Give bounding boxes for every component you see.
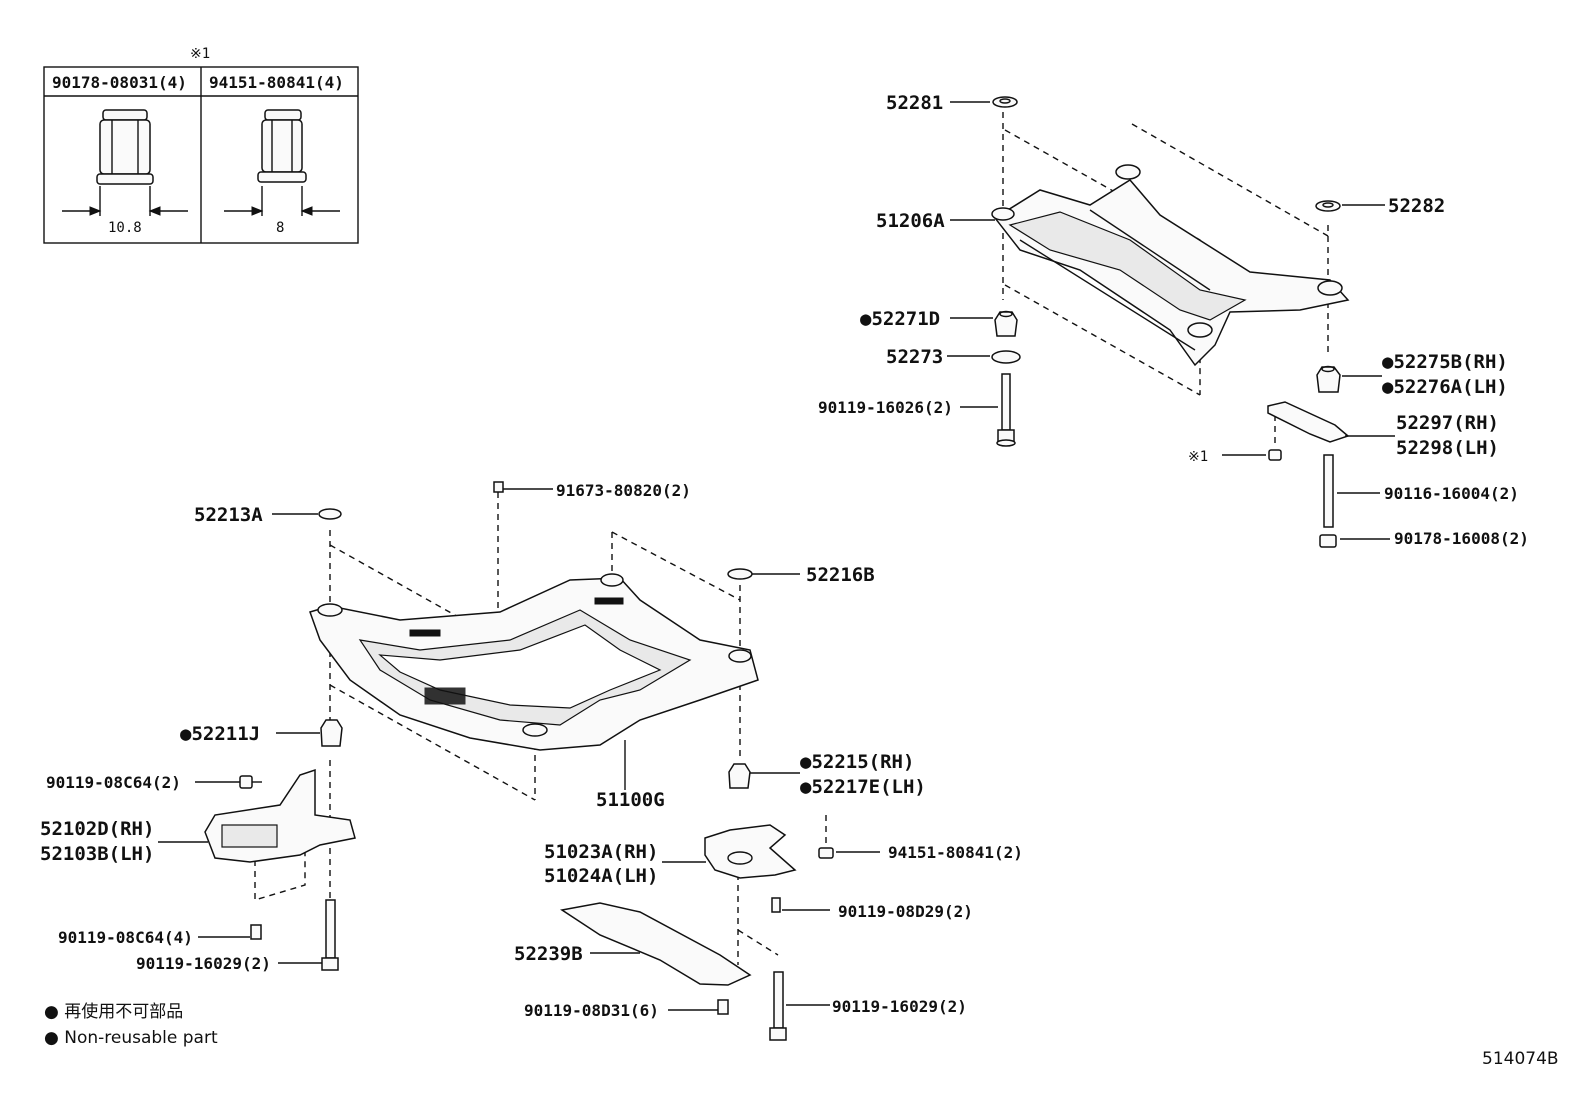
inset-part-no-2: 94151-80841(4) xyxy=(209,73,344,92)
label-52298: 52298(LH) xyxy=(1396,437,1499,459)
label-90119-08C64-4: 90119-08C64(4) xyxy=(58,928,193,947)
legend-line-jp: ● 再使用不可部品 xyxy=(44,1001,183,1022)
label-90119-08D31: 90119-08D31(6) xyxy=(524,1001,659,1020)
bolt-90116-16004 xyxy=(1323,454,1334,528)
label-51024A: 51024A(LH) xyxy=(544,865,658,887)
washer-52216B xyxy=(727,568,753,580)
front-subframe-assembly: 91673-80820(2) 52213A 52216B ●52211J 511… xyxy=(40,481,1023,1041)
inset-part-no-1: 90178-08031(4) xyxy=(52,73,187,92)
label-91673-80820: 91673-80820(2) xyxy=(556,481,691,500)
label-52103B: 52103B(LH) xyxy=(40,843,154,865)
bracket-51023A xyxy=(704,824,797,879)
label-52275B: ●52275B(RH) xyxy=(1382,351,1508,373)
bolt-90119-08D31 xyxy=(717,999,729,1015)
brace-52297 xyxy=(1267,401,1350,443)
washer-52273 xyxy=(991,350,1021,364)
label-90119-16029-left: 90119-16029(2) xyxy=(136,954,271,973)
label-52273: 52273 xyxy=(886,346,943,368)
nut-94151-80841 xyxy=(818,847,834,859)
bolt-90119-16029-left xyxy=(321,899,339,971)
legend-line-en: ● Non-reusable part xyxy=(44,1028,218,1048)
label-90119-16029-right: 90119-16029(2) xyxy=(832,997,967,1016)
label-52102D: 52102D(RH) xyxy=(40,818,154,840)
washer-52213A xyxy=(318,508,342,520)
label-52213A: 52213A xyxy=(194,504,263,526)
label-51100G: 51100G xyxy=(596,789,665,811)
inset-marker: ※1 xyxy=(190,46,210,62)
bolt-90119-08C64-4 xyxy=(250,924,262,940)
bushing-52215 xyxy=(728,763,751,789)
stopper-washer-52281 xyxy=(992,96,1018,108)
inset-dimension-1: 10.8 xyxy=(108,220,142,236)
rear-subframe-assembly: 52281 51206A ●52271D 52273 90119-16026(2… xyxy=(818,92,1529,548)
bushing-52275B xyxy=(1316,365,1341,393)
label-51023A: 51023A(RH) xyxy=(544,841,658,863)
bracket-52102D xyxy=(204,768,356,863)
bushing-52271D xyxy=(994,310,1018,337)
label-90178-16008: 90178-16008(2) xyxy=(1394,529,1529,548)
bolt-90119-16029-right xyxy=(769,971,787,1041)
label-90119-08C64-2: 90119-08C64(2) xyxy=(46,773,181,792)
label-52281: 52281 xyxy=(886,92,943,114)
rear-crossmember-51206A xyxy=(991,164,1350,367)
nut-marker-1 xyxy=(1268,449,1282,461)
label-51206A: 51206A xyxy=(876,210,945,232)
front-crossmember-51100G xyxy=(309,573,759,751)
label-52282: 52282 xyxy=(1388,195,1445,217)
bolt-90119-08C64-2 xyxy=(239,775,262,789)
inset-dimension-2: 8 xyxy=(276,220,284,236)
label-90119-08D29: 90119-08D29(2) xyxy=(838,902,973,921)
bolt-90119-08D29 xyxy=(771,897,781,913)
label-52211J: ●52211J xyxy=(180,723,260,745)
label-90119-16026: 90119-16026(2) xyxy=(818,398,953,417)
plate-52239B xyxy=(560,902,752,986)
hex-nut-icon xyxy=(257,109,307,183)
label-90116-16004: 90116-16004(2) xyxy=(1384,484,1519,503)
label-52215: ●52215(RH) xyxy=(800,751,914,773)
legend: ● 再使用不可部品 ● Non-reusable part xyxy=(44,1001,218,1048)
label-52217E: ●52217E(LH) xyxy=(800,776,926,798)
nut-90178-16008 xyxy=(1319,534,1337,548)
bushing-52211J xyxy=(320,719,343,747)
label-52239B: 52239B xyxy=(514,943,583,965)
label-marker-1: ※1 xyxy=(1188,449,1208,465)
stopper-washer-52282 xyxy=(1315,200,1341,212)
label-52297: 52297(RH) xyxy=(1396,412,1499,434)
label-94151-80841: 94151-80841(2) xyxy=(888,843,1023,862)
fastener-inset-table: ※1 90178-08031(4) 94151-80841(4) 10.8 xyxy=(43,46,359,244)
label-52216B: 52216B xyxy=(806,564,875,586)
bolt-90119-16026 xyxy=(996,373,1016,447)
bolt-91673-80820 xyxy=(493,481,504,493)
figure-id: 514074B xyxy=(1482,1049,1559,1069)
label-52271D: ●52271D xyxy=(860,308,940,330)
flange-nut-icon xyxy=(96,109,154,185)
label-52276A: ●52276A(LH) xyxy=(1382,376,1508,398)
